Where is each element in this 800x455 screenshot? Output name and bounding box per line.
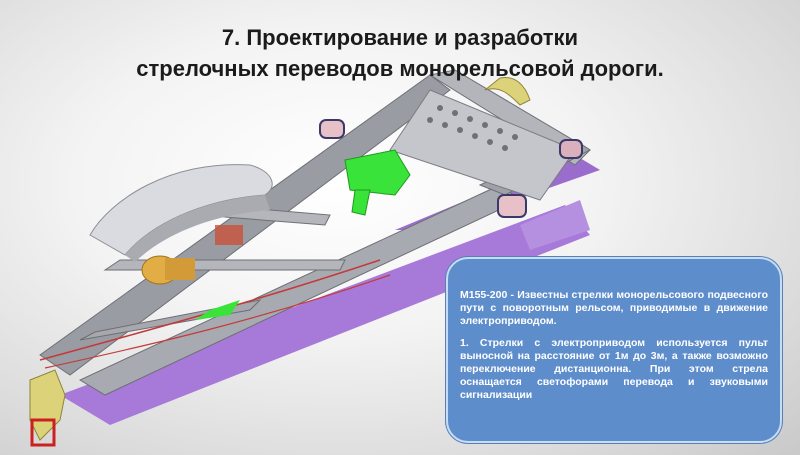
roller-2	[497, 194, 527, 218]
frame-beam-left	[39, 74, 451, 376]
gear-housing	[215, 225, 243, 245]
green-arm	[351, 189, 371, 216]
motor-body	[165, 258, 195, 280]
green-clip	[195, 300, 240, 320]
cover-hood-edge	[125, 195, 270, 262]
red-clamp	[30, 418, 56, 447]
slide-title: 7. Проектирование и разработки стрелочны…	[0, 22, 800, 84]
info-paragraph-1: М155-200 - Известны стрелки монорельсово…	[460, 289, 768, 327]
purple-rail-end	[520, 200, 590, 250]
slide-title-line1: 7. Проектирование и разработки	[221, 25, 579, 50]
cover-hood	[89, 164, 273, 256]
yellow-bracket-top	[484, 76, 531, 106]
info-box: М155-200 - Известны стрелки монорельсово…	[446, 257, 782, 443]
roller-1	[319, 119, 345, 139]
yellow-bracket-bottom	[29, 369, 66, 441]
plate-holes	[427, 105, 518, 151]
roller-3	[559, 139, 583, 159]
slide-title-line2: стрелочных переводов монорельсовой дорог…	[136, 56, 664, 81]
info-paragraph-2: 1. Стрелки с электроприводом используетс…	[460, 337, 768, 401]
red-cable-2	[44, 274, 391, 369]
green-actuator	[344, 149, 411, 196]
cross-member-1	[103, 259, 346, 271]
